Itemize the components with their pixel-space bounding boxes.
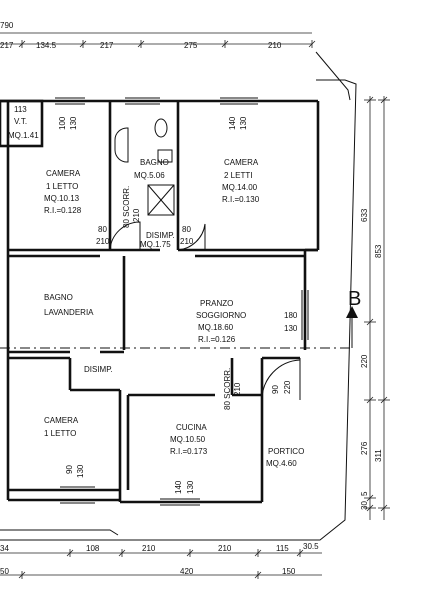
room-disimp-lower: DISIMP. <box>84 365 113 374</box>
dim-right-5: 5 <box>360 491 369 496</box>
opening-portico-a: 90 <box>271 385 280 394</box>
section-marker-b: B <box>346 288 361 348</box>
top-dimension-line: 790 217 134.5 217 275 210 <box>0 21 316 50</box>
opening-cam3-b: 130 <box>76 464 85 478</box>
room-bagno-lavanderia: BAGNO LAVANDERIA <box>44 293 94 317</box>
cucina-name: CUCINA <box>176 423 207 432</box>
dim-right-30: 30 <box>360 501 369 510</box>
room-camera-1-letto: CAMERA 1 LETTO MQ.10.13 R.I.=0.128 <box>44 169 82 215</box>
dim-bottom-210a: 210 <box>142 544 156 553</box>
dim-top-2: 134.5 <box>36 41 57 50</box>
portico-area: MQ.4.60 <box>266 459 297 468</box>
room-pranzo-soggiorno: PRANZO SOGGIORNO MQ.18.60 R.I.=0.126 <box>196 299 246 344</box>
dim-top-1: 217 <box>0 41 14 50</box>
camera2-area: MQ.14.00 <box>222 183 258 192</box>
opening-cam1-a: 100 <box>58 116 67 130</box>
room-vt: 113 V.T. MQ.1.41 <box>8 105 39 140</box>
section-marker-label: B <box>348 288 361 310</box>
cucina-area: MQ.10.50 <box>170 435 206 444</box>
opening-cam1-b: 130 <box>69 116 78 130</box>
camera2-name: CAMERA <box>224 158 259 167</box>
opening-door-cam1-b: 210 <box>96 237 110 246</box>
windows <box>55 97 309 506</box>
vt-code: 113 <box>14 105 27 114</box>
cucina-ri: R.I.=0.173 <box>170 447 208 456</box>
opening-cam2-b: 130 <box>239 116 248 130</box>
bottom-dimension-lines: 34 108 210 210 115 30.5 50 420 150 <box>0 542 322 579</box>
dim-bottom-30-5: 30.5 <box>303 542 319 551</box>
camera3-name: CAMERA <box>44 416 79 425</box>
right-dimension-lines: 633 220 276 30 853 311 5 <box>360 96 390 520</box>
vt-area: MQ.1.41 <box>8 131 39 140</box>
camera1-beds: 1 LETTO <box>46 182 78 191</box>
dim-top-5: 210 <box>268 41 282 50</box>
dim-bottom-108: 108 <box>86 544 100 553</box>
opening-cucina-b: 130 <box>186 480 195 494</box>
pranzo-name: PRANZO <box>200 299 233 308</box>
disimp1-name: DISIMP. <box>146 231 175 240</box>
dim-top-3: 217 <box>100 41 114 50</box>
opening-cucina-210: 210 <box>233 382 242 396</box>
opening-cam2-a: 140 <box>228 116 237 130</box>
room-camera-1-letto-lower: CAMERA 1 LETTO <box>44 416 79 438</box>
vt-name: V.T. <box>14 117 27 126</box>
disimp2-name: DISIMP. <box>84 365 113 374</box>
dim-bottom-34: 34 <box>0 544 9 553</box>
opening-cucina-a: 140 <box>174 480 183 494</box>
portico-name: PORTICO <box>268 447 304 456</box>
doors <box>109 118 301 401</box>
dim-right-276: 276 <box>360 441 369 455</box>
opening-pranzo-a: 180 <box>284 311 298 320</box>
camera3-beds: 1 LETTO <box>44 429 76 438</box>
site-boundary <box>0 51 357 541</box>
pranzo-area: MQ.18.60 <box>198 323 234 332</box>
bagno-lav-name: BAGNO <box>44 293 73 302</box>
dim-bottom-150: 150 <box>282 567 296 576</box>
disimp1-area: MQ.1.75 <box>140 240 171 249</box>
dim-right-311: 311 <box>374 449 383 462</box>
dim-top-4: 275 <box>184 41 198 50</box>
dim-bottom-420: 420 <box>180 567 194 576</box>
camera1-name: CAMERA <box>46 169 81 178</box>
room-camera-2-letti: CAMERA 2 LETTI MQ.14.00 R.I.=0.130 <box>222 158 260 204</box>
bagno-name: BAGNO <box>140 158 169 167</box>
opening-door-cam2-a: 80 <box>182 225 191 234</box>
opening-cucina-scorr: 80 SCORR. <box>223 368 232 410</box>
dim-right-633: 633 <box>360 208 369 222</box>
camera2-beds: 2 LETTI <box>224 171 252 180</box>
opening-portico-b: 220 <box>283 380 292 394</box>
opening-bagno-scorr: 80 SCORR. <box>122 186 131 228</box>
camera1-area: MQ.10.13 <box>44 194 80 203</box>
dim-right-220: 220 <box>360 354 369 368</box>
room-cucina: CUCINA MQ.10.50 R.I.=0.173 <box>170 423 208 456</box>
opening-door-cam1-a: 80 <box>98 225 107 234</box>
opening-cam3-a: 90 <box>65 465 74 474</box>
opening-labels: 100 130 140 130 80 SCORR. 210 80 210 80 … <box>58 116 298 494</box>
arrow-up-icon <box>346 306 358 318</box>
room-disimp-upper: DISIMP. MQ.1.75 <box>140 231 175 249</box>
pranzo-sub: SOGGIORNO <box>196 311 246 320</box>
dim-bottom-50: 50 <box>0 567 9 576</box>
room-bagno: BAGNO MQ.5.06 <box>134 158 169 180</box>
opening-pranzo-b: 130 <box>284 324 298 333</box>
camera2-ri: R.I.=0.130 <box>222 195 260 204</box>
dim-bottom-210b: 210 <box>218 544 232 553</box>
dim-bottom-115: 115 <box>276 544 289 553</box>
dim-right-853: 853 <box>374 244 383 258</box>
bagno-area: MQ.5.06 <box>134 171 165 180</box>
opening-door-cam2-b: 210 <box>180 237 194 246</box>
walls <box>0 99 320 504</box>
room-portico: PORTICO MQ.4.60 <box>266 447 304 468</box>
dim-top-0: 790 <box>0 21 14 30</box>
camera1-ri: R.I.=0.128 <box>44 206 82 215</box>
pranzo-ri: R.I.=0.126 <box>198 335 236 344</box>
opening-bagno-210: 210 <box>132 208 141 222</box>
bagno-lav-sub: LAVANDERIA <box>44 308 94 317</box>
